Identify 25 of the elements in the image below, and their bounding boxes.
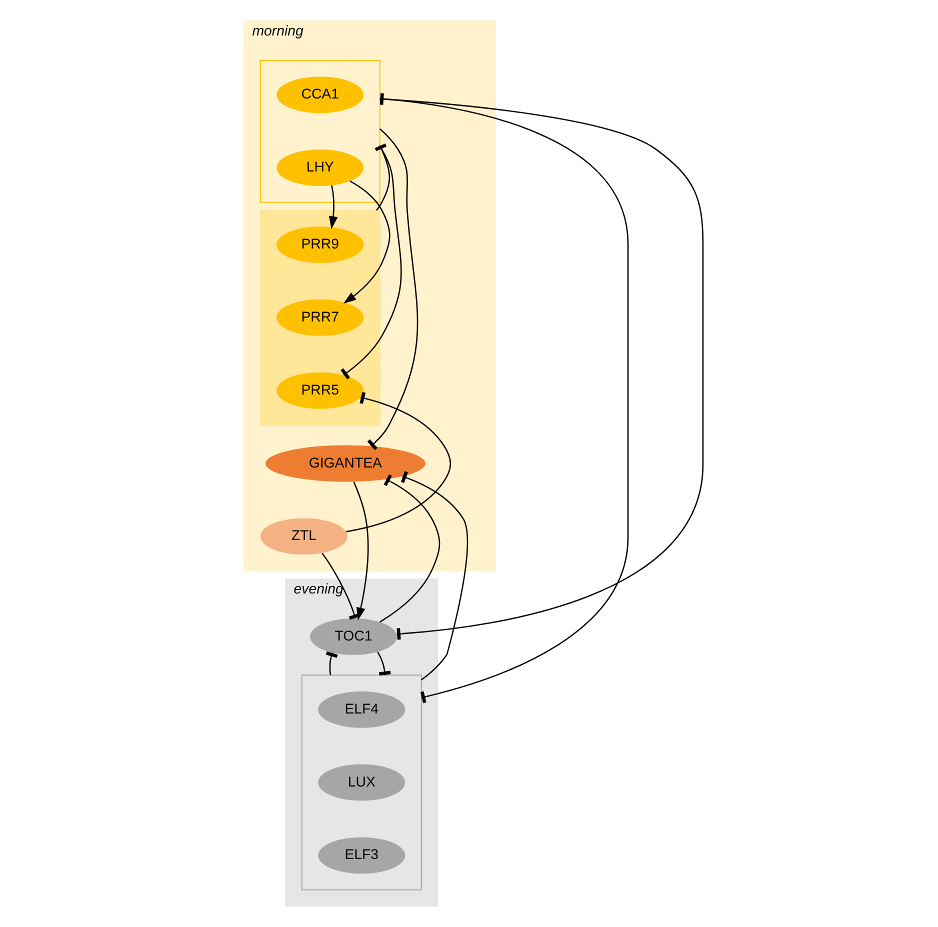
node-ellipse: PRR7 bbox=[276, 299, 364, 336]
arrow bbox=[342, 180, 390, 304]
cluster bbox=[259, 60, 380, 203]
connector bbox=[400, 471, 468, 680]
connector bbox=[346, 392, 451, 532]
connector bbox=[378, 474, 440, 623]
connector bbox=[379, 93, 704, 640]
node-ellipse: ZTL bbox=[260, 518, 347, 555]
connector bbox=[379, 98, 628, 704]
cluster bbox=[259, 210, 380, 426]
connector bbox=[340, 146, 402, 380]
connector bbox=[366, 128, 418, 450]
node-ellipse: PRR9 bbox=[276, 226, 364, 263]
node-ellipse: ELF4 bbox=[318, 691, 405, 728]
node-ellipse: LHY bbox=[276, 150, 364, 186]
node-ellipse: TOC1 bbox=[309, 618, 397, 655]
connector bbox=[374, 143, 390, 211]
connector bbox=[321, 552, 360, 620]
node-ellipse: ELF3 bbox=[318, 837, 405, 874]
node-ellipse: LUX bbox=[318, 764, 405, 801]
cluster bbox=[300, 674, 422, 890]
node-ellipse: CCA1 bbox=[276, 76, 364, 114]
connector bbox=[376, 652, 390, 676]
arrow bbox=[328, 185, 338, 230]
connector bbox=[325, 651, 338, 676]
